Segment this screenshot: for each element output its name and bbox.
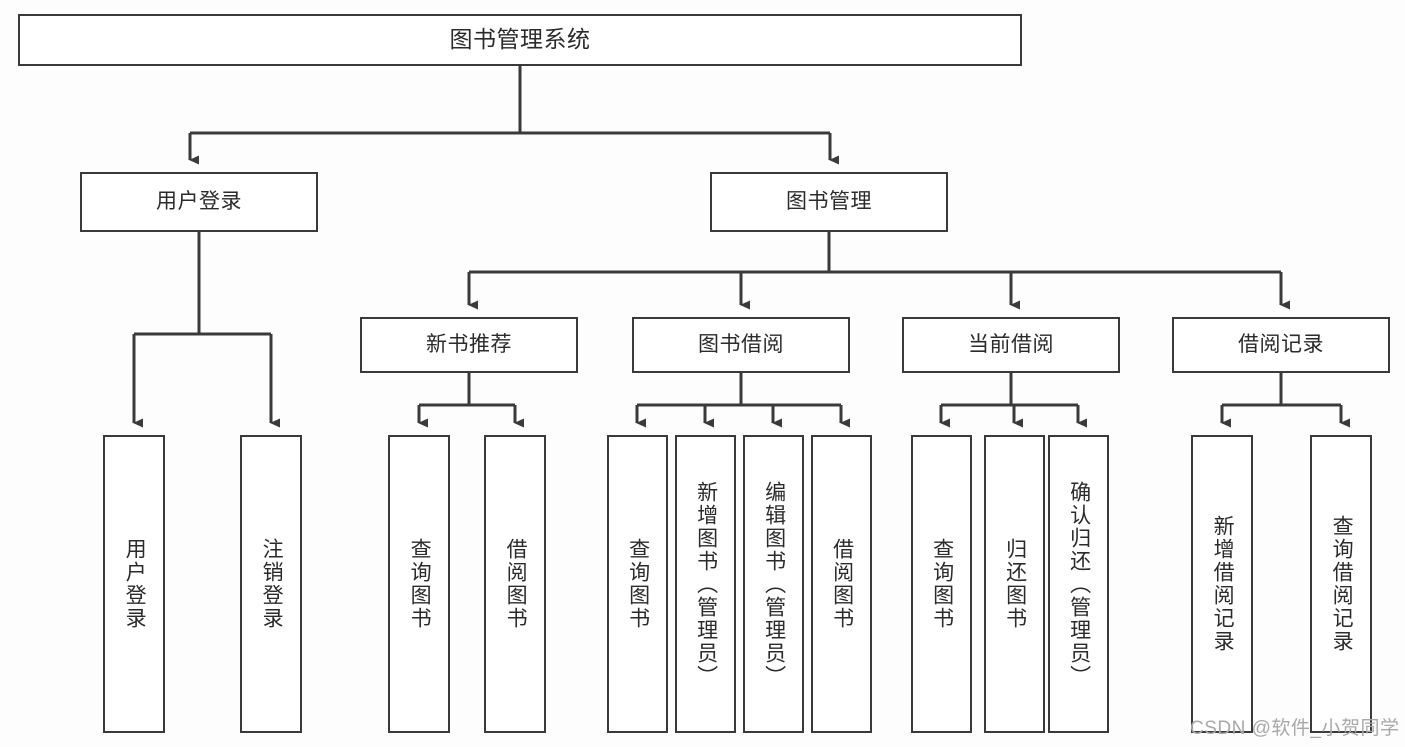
node-leaf-borrow-book-2-label: 借阅图书: [830, 538, 854, 630]
node-book-borrow-label: 图书借阅: [698, 333, 784, 357]
node-leaf-user-login-label: 用户登录: [123, 538, 147, 630]
node-leaf-borrow-book-1-label: 借阅图书: [504, 538, 528, 630]
node-current-borrow[interactable]: 当前借阅: [902, 317, 1120, 373]
node-book-manage-label: 图书管理: [786, 190, 872, 214]
node-leaf-add-record[interactable]: 新增借阅记录: [1191, 435, 1253, 733]
node-leaf-borrow-book-1[interactable]: 借阅图书: [484, 435, 546, 733]
node-leaf-return-book-label: 归还图书: [1003, 538, 1027, 630]
node-new-book-recommend[interactable]: 新书推荐: [360, 317, 578, 373]
node-leaf-user-login[interactable]: 用户登录: [103, 435, 165, 733]
node-book-borrow[interactable]: 图书借阅: [632, 317, 850, 373]
node-current-borrow-label: 当前借阅: [968, 333, 1054, 357]
node-root-label: 图书管理系统: [449, 26, 591, 53]
node-leaf-add-book[interactable]: 新增图书（管理员）: [675, 435, 736, 733]
node-book-manage[interactable]: 图书管理: [710, 172, 948, 232]
node-borrow-record[interactable]: 借阅记录: [1172, 317, 1390, 373]
node-root[interactable]: 图书管理系统: [18, 14, 1022, 66]
node-leaf-add-book-label: 新增图书（管理员）: [694, 480, 718, 688]
watermark-text: CSDN @软件_小贺同学: [1190, 718, 1400, 739]
node-leaf-query-book-1[interactable]: 查询图书: [388, 435, 450, 733]
node-new-book-recommend-label: 新书推荐: [426, 333, 512, 357]
node-leaf-query-book-2[interactable]: 查询图书: [607, 435, 668, 733]
node-user-login[interactable]: 用户登录: [80, 172, 318, 232]
node-leaf-logout-label: 注销登录: [260, 538, 284, 630]
node-leaf-query-record-label: 查询借阅记录: [1330, 515, 1354, 653]
node-leaf-confirm-return-label: 确认归还（管理员）: [1067, 480, 1091, 688]
node-leaf-query-record[interactable]: 查询借阅记录: [1310, 435, 1372, 733]
node-leaf-query-book-1-label: 查询图书: [408, 538, 432, 630]
node-leaf-return-book[interactable]: 归还图书: [984, 435, 1045, 733]
node-leaf-edit-book-label: 编辑图书（管理员）: [762, 480, 786, 688]
node-leaf-add-record-label: 新增借阅记录: [1211, 515, 1235, 653]
node-leaf-logout[interactable]: 注销登录: [240, 435, 302, 733]
node-leaf-edit-book[interactable]: 编辑图书（管理员）: [743, 435, 804, 733]
node-leaf-query-book-3-label: 查询图书: [930, 538, 954, 630]
node-borrow-record-label: 借阅记录: [1238, 333, 1324, 357]
node-leaf-query-book-3[interactable]: 查询图书: [911, 435, 972, 733]
node-user-login-label: 用户登录: [156, 190, 242, 214]
node-leaf-query-book-2-label: 查询图书: [626, 538, 650, 630]
node-leaf-confirm-return[interactable]: 确认归还（管理员）: [1048, 435, 1109, 733]
node-leaf-borrow-book-2[interactable]: 借阅图书: [811, 435, 872, 733]
